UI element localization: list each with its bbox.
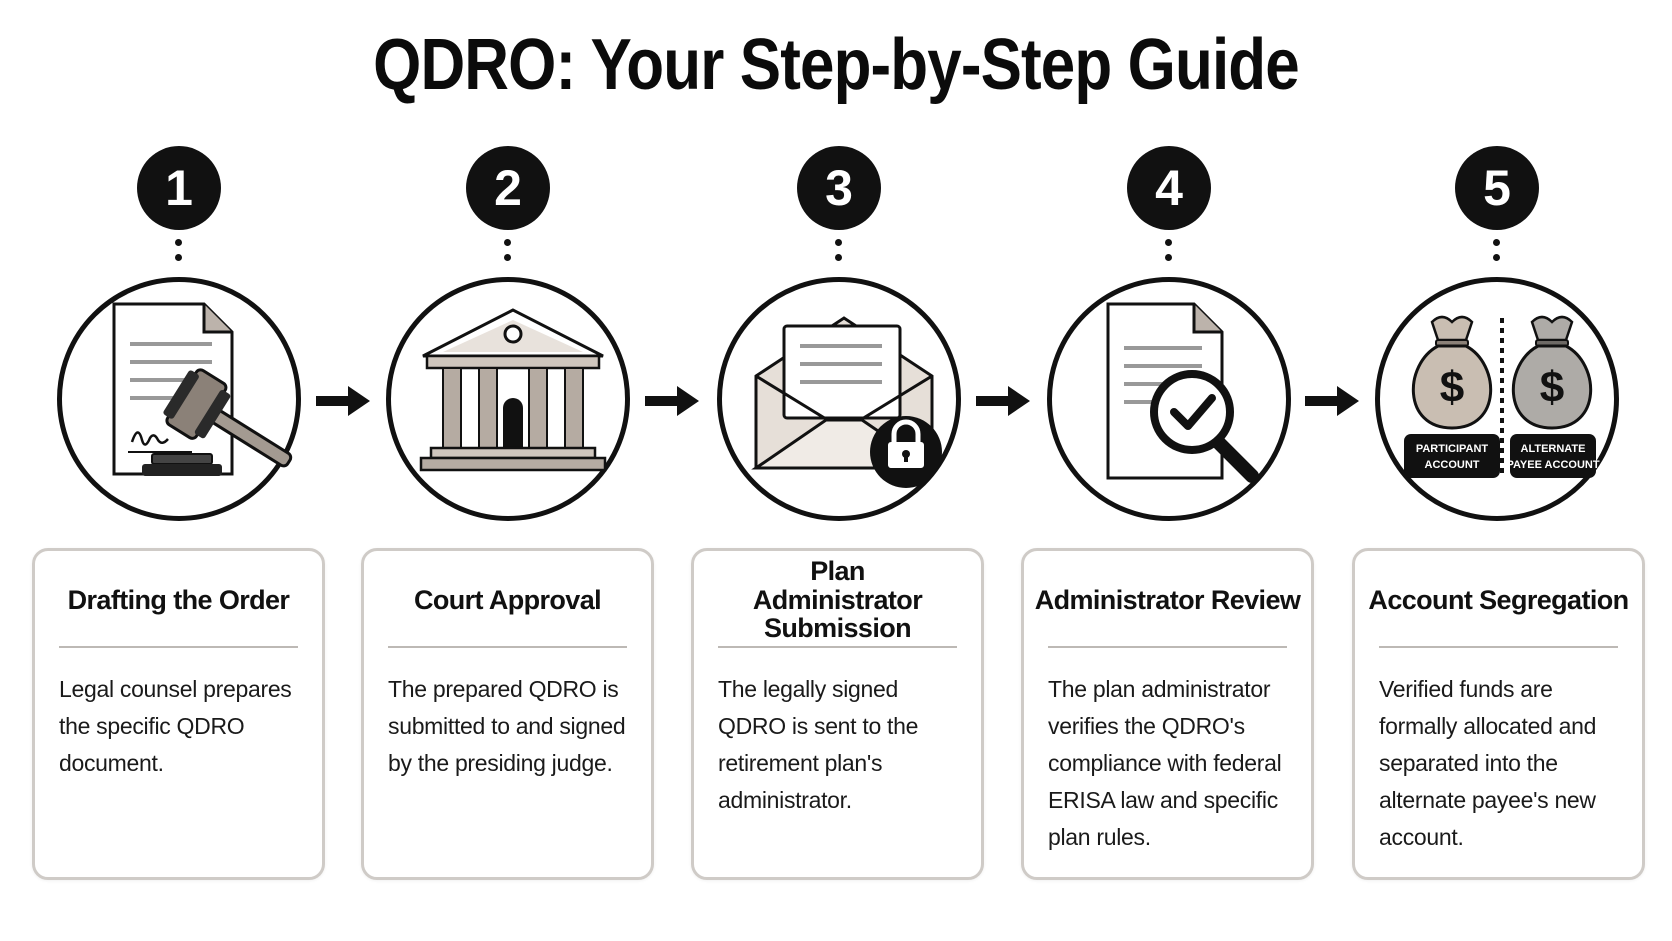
step-2-connector — [504, 239, 512, 269]
arrow-right-icon — [1305, 386, 1359, 416]
step-4-title: Administrator Review — [1034, 584, 1301, 615]
step-1-icon-circle — [57, 277, 301, 521]
step-5-icon-circle: $ PARTICIPANT ACCOUNT $ ALTERNATE PAYEE … — [1375, 277, 1619, 521]
participant-account-label-line1: PARTICIPANT — [1416, 443, 1489, 455]
courthouse-icon — [419, 308, 607, 472]
step-5-card: Account Segregation Verified funds are f… — [1352, 548, 1645, 880]
step-3-icon-circle — [717, 277, 961, 521]
step-1-connector — [175, 239, 183, 269]
step-3-title: Plan Administrator Submission — [752, 556, 923, 644]
step-4-card: Administrator Review The plan administra… — [1021, 548, 1314, 880]
step-2-card: Court Approval The prepared QDRO is subm… — [361, 548, 654, 880]
arrow-right-icon — [316, 386, 370, 416]
step-1-card: Drafting the Order Legal counsel prepare… — [32, 548, 325, 880]
step-2-number-badge: 2 — [466, 146, 550, 230]
step-4-description: The plan administrator verifies the QDRO… — [1048, 676, 1282, 850]
step-3-connector — [835, 239, 843, 269]
card-divider — [388, 646, 627, 648]
alternate-payee-account-label-line1: ALTERNATE — [1521, 443, 1586, 455]
step-2-title: Court Approval — [413, 584, 602, 615]
step-1-description: Legal counsel prepares the specific QDRO… — [59, 676, 292, 776]
document-magnifier-check-icon — [1106, 302, 1259, 483]
step-3-card: Plan Administrator Submission The legall… — [691, 548, 984, 880]
step-3-description: The legally signed QDRO is sent to the r… — [718, 676, 919, 813]
page-title: QDRO: Your Step-by-Step Guide — [373, 25, 1300, 105]
step-5-connector — [1493, 239, 1501, 269]
step-1-title: Drafting the Order — [67, 584, 290, 615]
step-4-connector — [1165, 239, 1173, 269]
participant-account-label-line2: ACCOUNT — [1425, 459, 1480, 471]
step-3-number-badge: 3 — [797, 146, 881, 230]
alternate-payee-dollar-symbol: $ — [1540, 363, 1564, 412]
document-gavel-icon — [112, 302, 293, 476]
step-2-icon-circle — [386, 277, 630, 521]
card-divider — [59, 646, 298, 648]
step-2-description: The prepared QDRO is submitted to and si… — [388, 676, 626, 776]
step-5-description: Verified funds are formally allocated an… — [1379, 676, 1597, 850]
participant-money-bag-icon: $ PARTICIPANT ACCOUNT — [1404, 315, 1500, 478]
step-5-title: Account Segregation — [1368, 584, 1629, 615]
alternate-payee-account-label-line2: PAYEE ACCOUNT — [1506, 459, 1599, 471]
card-divider — [718, 646, 957, 648]
card-divider — [1379, 646, 1618, 648]
alternate-payee-money-bag-icon: $ ALTERNATE PAYEE ACCOUNT — [1506, 315, 1600, 478]
step-4-number-badge: 4 — [1127, 146, 1211, 230]
step-1-number-badge: 1 — [137, 146, 221, 230]
envelope-lock-icon — [751, 316, 942, 488]
step-4-icon-circle — [1047, 277, 1291, 521]
money-bags-icon: $ PARTICIPANT ACCOUNT $ ALTERNATE PAYEE … — [1404, 315, 1600, 478]
step-5-number-badge: 5 — [1455, 146, 1539, 230]
card-divider — [1048, 646, 1287, 648]
arrow-right-icon — [645, 386, 699, 416]
participant-dollar-symbol: $ — [1440, 363, 1464, 412]
arrow-right-icon — [976, 386, 1030, 416]
